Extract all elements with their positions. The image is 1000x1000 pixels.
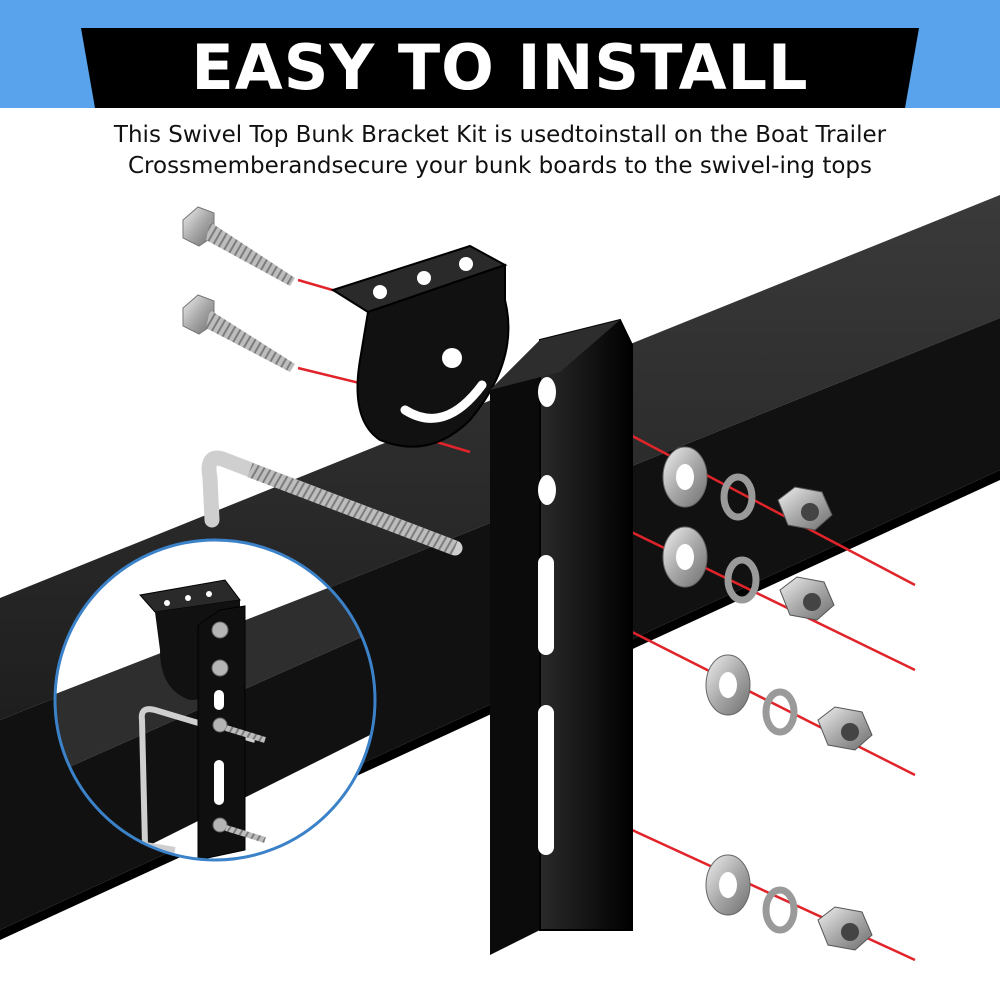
- u-bolt: [201, 450, 463, 556]
- lag-screw-2: [182, 294, 295, 372]
- hardware-set-2: [662, 526, 835, 621]
- swivel-top-bracket: [330, 244, 510, 448]
- title-banner: EASY TO INSTALL: [81, 28, 919, 108]
- vertical-channel-bracket: [490, 318, 633, 955]
- subtitle-line-2: Crossmemberandsecure your bunk boards to…: [127, 153, 873, 179]
- subtitle: This Swivel Top Bunk Bracket Kit is used…: [40, 120, 960, 182]
- hardware-set-1: [662, 446, 833, 531]
- hardware-set-3: [705, 654, 873, 751]
- page-title: EASY TO INSTALL: [191, 31, 809, 104]
- assembled-inset: [53, 538, 377, 862]
- lag-screw-1: [182, 206, 295, 286]
- hardware-set-4: [705, 854, 873, 951]
- subtitle-line-1: This Swivel Top Bunk Bracket Kit is used…: [113, 122, 887, 148]
